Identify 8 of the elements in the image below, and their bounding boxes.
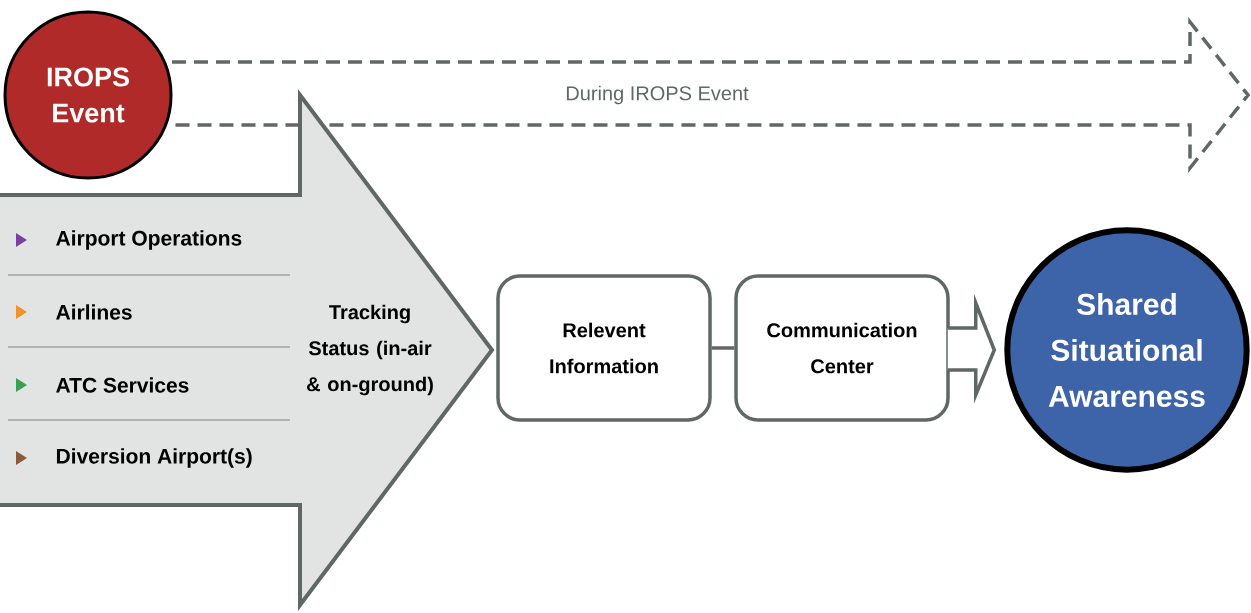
process-box: Communication Center: [734, 274, 950, 422]
list-item: Airport Operations: [56, 230, 242, 250]
process-box: Relevent Information: [496, 274, 712, 422]
list-item: ATC Services: [56, 377, 189, 393]
list-item: Diversion Airport(s): [56, 448, 252, 468]
connector-line: [711, 346, 735, 350]
list-item: Airlines: [56, 304, 132, 320]
block-arrow-connector: [946, 293, 997, 404]
